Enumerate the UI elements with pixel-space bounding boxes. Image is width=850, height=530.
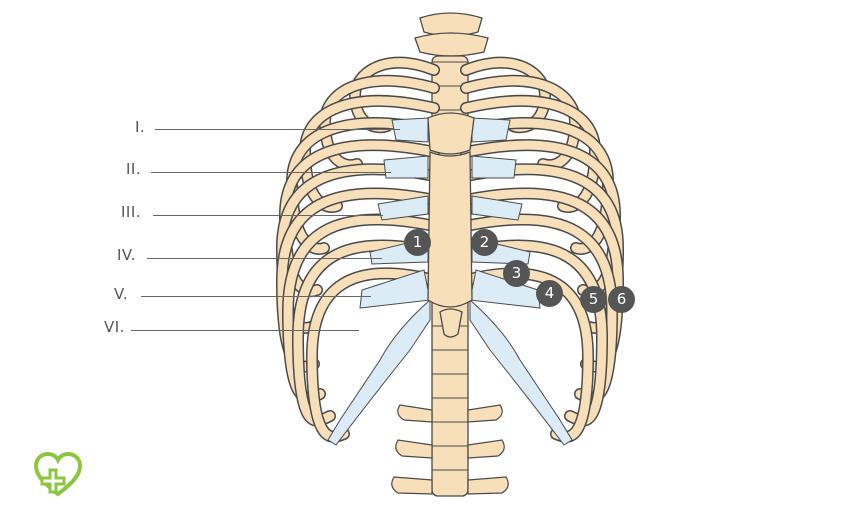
sternum — [427, 112, 475, 338]
lumbar-process-right — [467, 404, 503, 423]
marker-2: 2 — [471, 229, 498, 256]
marker-4: 4 — [536, 280, 563, 307]
lumbar-process-left — [391, 476, 433, 495]
cartilage-left-3 — [377, 195, 429, 221]
leader-line-2 — [151, 172, 391, 173]
costal-cartilage — [327, 117, 573, 446]
cartilage-right-3 — [471, 195, 523, 221]
rib-label-4: IV. — [117, 246, 137, 264]
cartilage-left-2 — [383, 155, 429, 179]
lumbar-process-left — [395, 439, 433, 459]
rib-label-2: II. — [126, 160, 142, 178]
cervical-vertebra — [414, 32, 489, 57]
marker-6: 6 — [608, 286, 635, 313]
manubrium — [427, 112, 475, 155]
rib-label-5: V. — [114, 285, 129, 303]
marker-1: 1 — [404, 229, 431, 256]
cartilage-left-1 — [391, 117, 429, 143]
rib-label-1: I. — [135, 118, 146, 136]
cartilage-left-lower — [327, 269, 431, 446]
lumbar-process-right — [467, 476, 509, 495]
lumbar-process-right — [467, 439, 505, 459]
leader-line-4 — [147, 258, 382, 259]
rib-label-3: III. — [121, 203, 142, 221]
lumbar-process-left — [397, 404, 433, 423]
xiphoid-process — [439, 308, 463, 338]
heart-cross-icon — [33, 451, 83, 497]
marker-5: 5 — [580, 286, 607, 313]
cartilage-right-2 — [471, 155, 517, 179]
leader-line-1 — [155, 129, 400, 130]
cartilage-right-1 — [471, 117, 511, 143]
leader-line-5 — [141, 296, 371, 297]
leader-line-3 — [153, 215, 383, 216]
cartilage-right-lower — [469, 269, 573, 446]
marker-3: 3 — [503, 260, 530, 287]
sternum-body — [427, 151, 473, 308]
rib-label-6: VI. — [104, 318, 125, 336]
leader-line-6 — [131, 330, 359, 331]
